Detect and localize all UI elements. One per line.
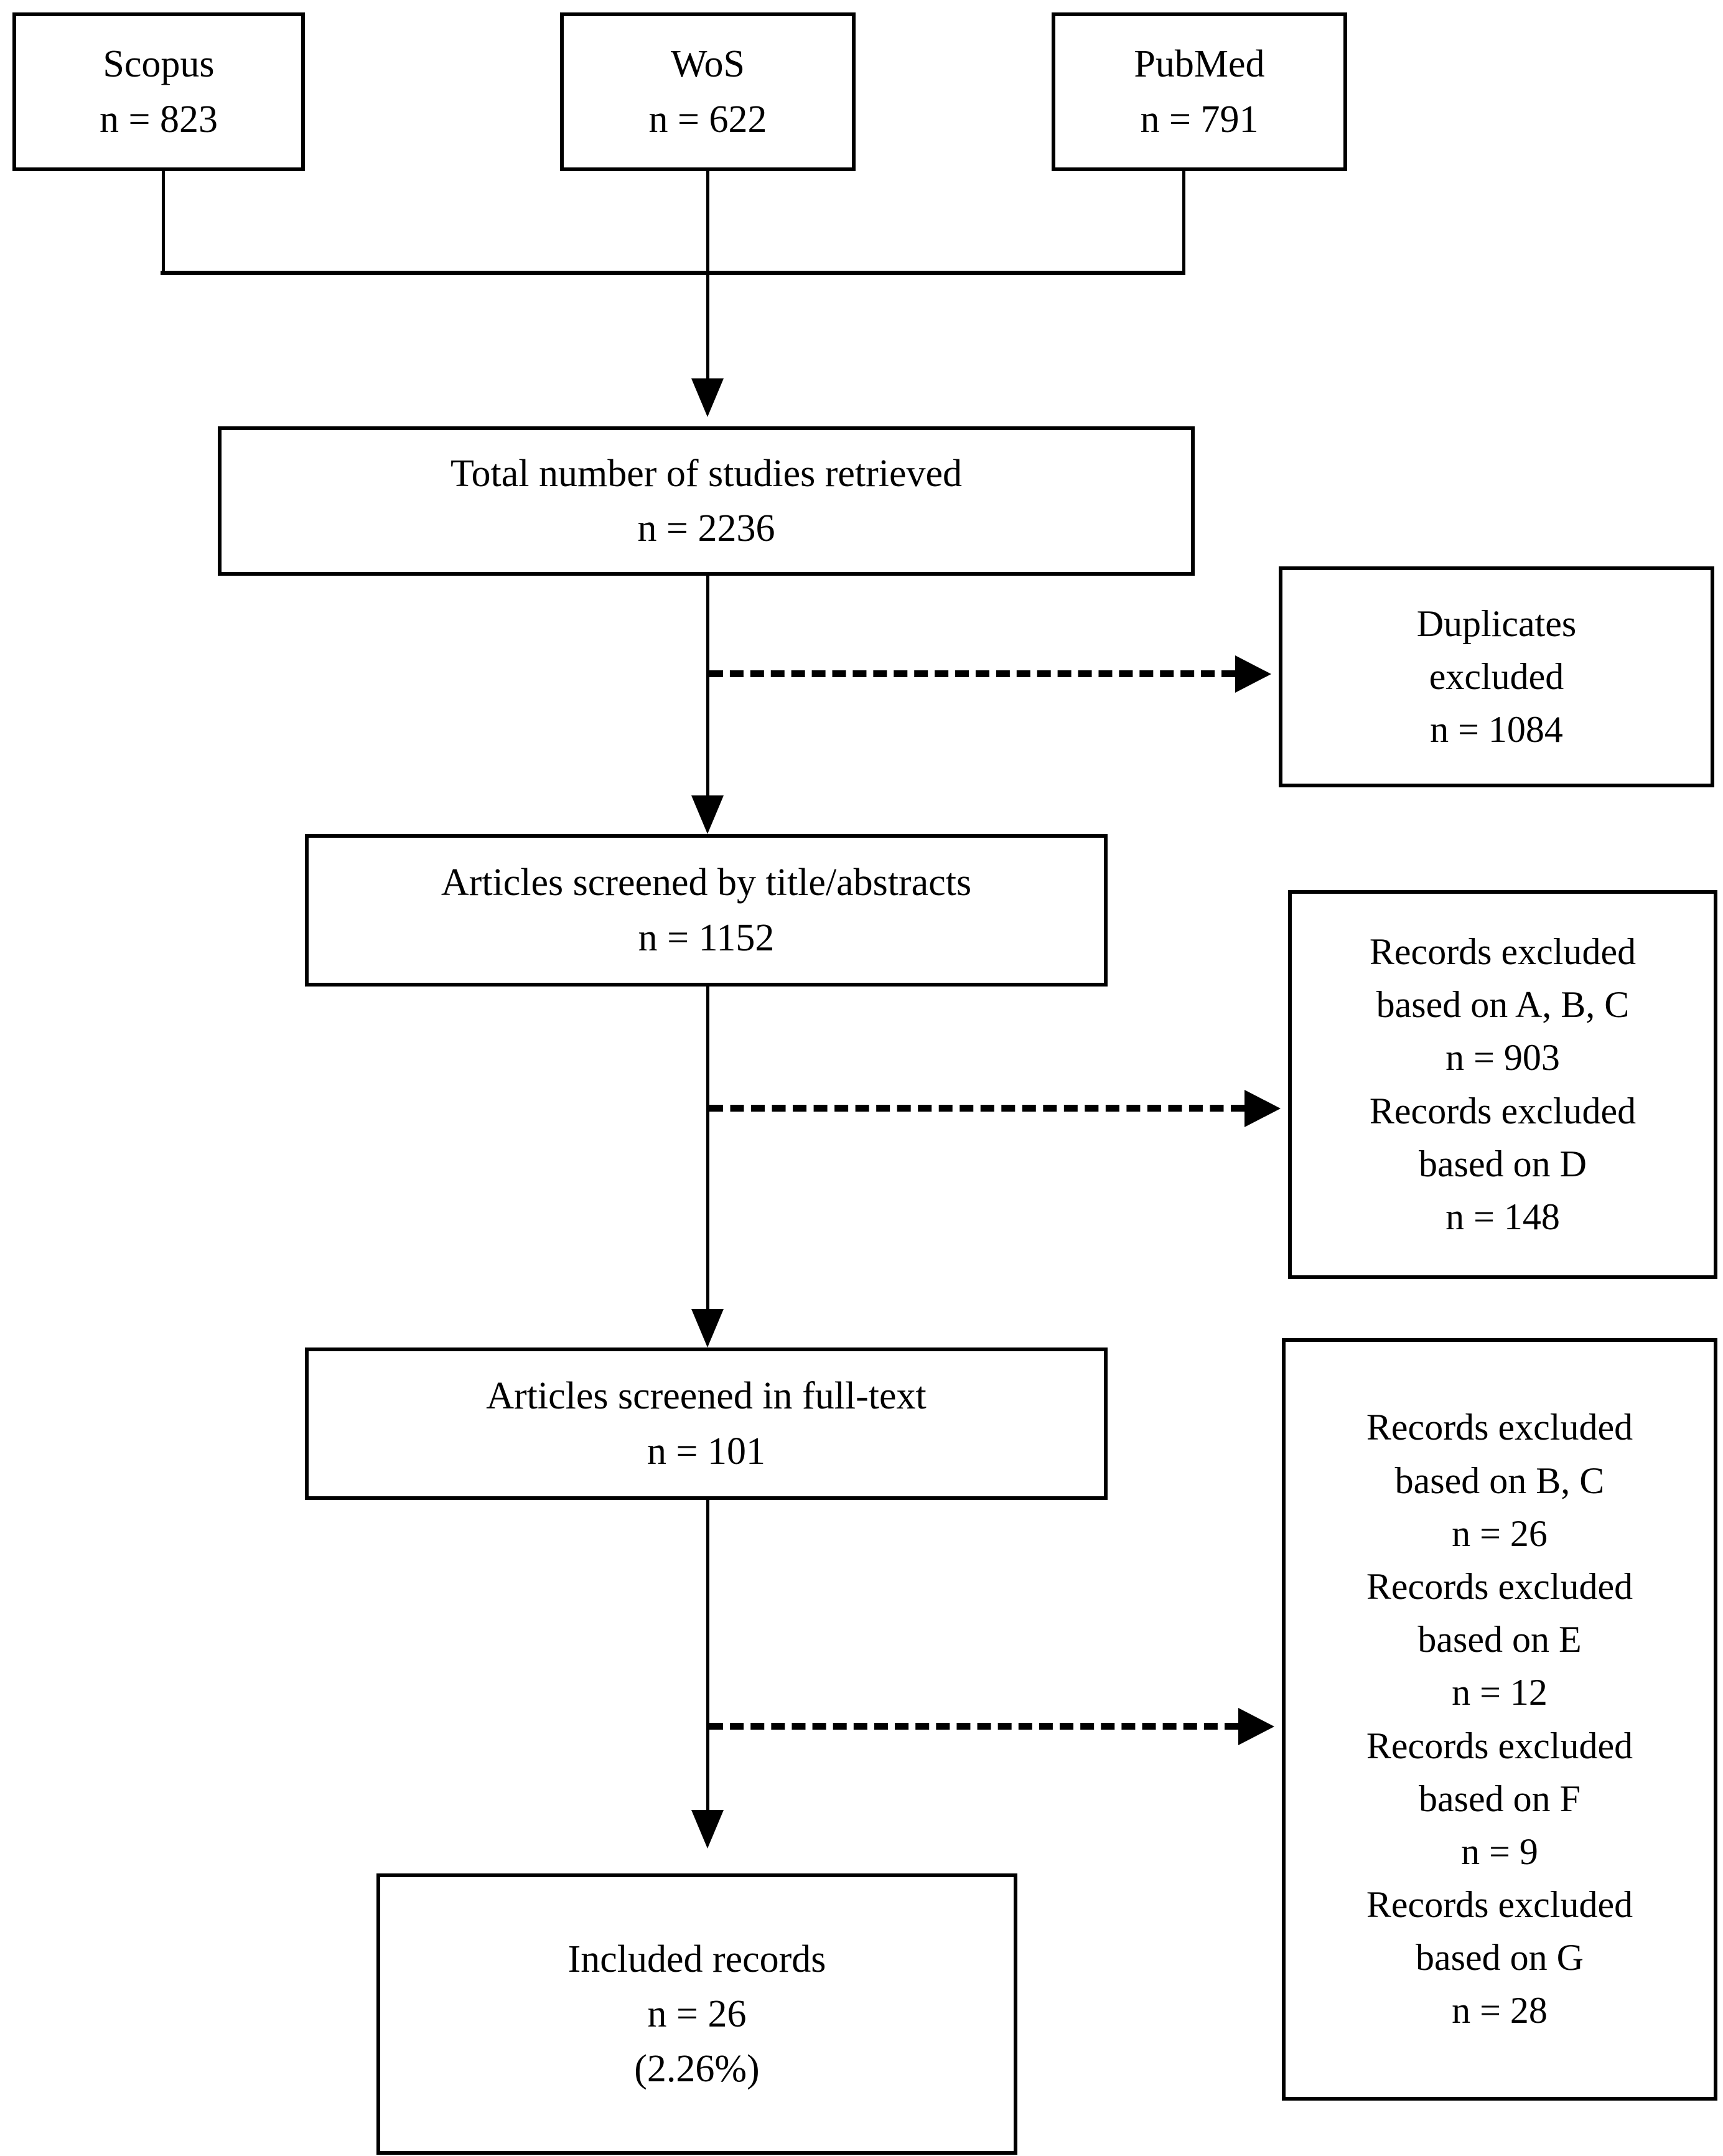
exclusion-e-line1: Records excluded [1366, 1565, 1633, 1607]
stage-box-included-records: Included records n = 26 (2.26%) [376, 1873, 1017, 2155]
connector-fulltext-to-included [706, 1500, 709, 1811]
source-label-pubmed: PubMed [1134, 43, 1265, 86]
arrow-titles-to-fulltext [691, 1309, 724, 1348]
arrow-retrieved-to-titles [691, 795, 724, 834]
stage-box-total-retrieved: Total number of studies retrieved n = 22… [218, 426, 1195, 576]
exclusion-duplicates-count: n = 1084 [1430, 709, 1563, 751]
exclusion-f-count: n = 9 [1461, 1830, 1538, 1872]
exclusion-e-line2: based on E [1417, 1619, 1582, 1661]
connector-pubmed-drop [1182, 171, 1185, 274]
stage-box-screened-fulltext: Articles screened in full-text n = 101 [305, 1348, 1108, 1500]
stage-count-included-records: n = 26 [647, 1992, 747, 2035]
exclusion-duplicates-line2: excluded [1429, 655, 1564, 697]
connector-duplicates-dashed [709, 670, 1235, 677]
connector-wos-drop [706, 171, 709, 380]
exclusion-g-line1: Records excluded [1366, 1884, 1633, 1926]
exclusion-abc-line2: based on A, B, C [1376, 984, 1630, 1026]
stage-count-total-retrieved: n = 2236 [637, 507, 775, 550]
exclusion-bc-line2: based on B, C [1394, 1460, 1605, 1501]
arrow-sources-to-retrieved [691, 378, 724, 417]
exclusion-box-after-titles: Records excluded based on A, B, C n = 90… [1288, 890, 1717, 1279]
stage-label-screened-titles: Articles screened by title/abstracts [441, 861, 972, 904]
exclusion-bc-count: n = 26 [1452, 1512, 1548, 1554]
exclusion-e-count: n = 12 [1452, 1672, 1548, 1713]
connector-merge-bar [161, 271, 1185, 275]
stage-label-screened-fulltext: Articles screened in full-text [486, 1375, 927, 1418]
connector-titles-to-fulltext [706, 987, 709, 1310]
stage-count-screened-fulltext: n = 101 [647, 1430, 765, 1473]
arrow-to-duplicates-excluded [1235, 655, 1271, 693]
exclusion-box-after-fulltext: Records excluded based on B, C n = 26 Re… [1282, 1338, 1717, 2101]
exclusion-bc-line1: Records excluded [1366, 1407, 1633, 1448]
stage-label-included-records: Included records [567, 1938, 826, 1980]
exclusion-g-line2: based on G [1416, 1937, 1584, 1979]
exclusion-g-count: n = 28 [1452, 1990, 1548, 2032]
exclusion-f-line1: Records excluded [1366, 1725, 1633, 1766]
exclusion-d-line1: Records excluded [1369, 1090, 1637, 1132]
exclusion-abc-line1: Records excluded [1369, 930, 1637, 972]
source-box-pubmed: PubMed n = 791 [1052, 12, 1347, 171]
connector-excluded-bcefg-dashed [709, 1723, 1238, 1730]
exclusion-d-line2: based on D [1419, 1143, 1587, 1184]
arrow-fulltext-to-included [691, 1810, 724, 1849]
connector-scopus-drop [162, 171, 165, 274]
stage-box-screened-titles: Articles screened by title/abstracts n =… [305, 834, 1108, 987]
source-count-wos: n = 622 [648, 98, 767, 141]
exclusion-box-duplicates: Duplicates excluded n = 1084 [1279, 566, 1714, 787]
source-box-wos: WoS n = 622 [560, 12, 856, 171]
exclusion-abc-count: n = 903 [1445, 1037, 1560, 1079]
connector-retrieved-to-titles [706, 576, 709, 797]
connector-excluded-abcd-dashed [709, 1105, 1244, 1112]
arrow-to-excluded-bcefg [1238, 1708, 1274, 1745]
arrow-to-excluded-abcd [1244, 1090, 1281, 1127]
stage-percent-included-records: (2.26%) [634, 2048, 760, 2091]
source-count-scopus: n = 823 [100, 98, 218, 141]
exclusion-d-count: n = 148 [1445, 1196, 1560, 1237]
stage-count-screened-titles: n = 1152 [638, 916, 775, 959]
source-box-scopus: Scopus n = 823 [12, 12, 305, 171]
source-label-wos: WoS [670, 43, 745, 86]
source-label-scopus: Scopus [103, 43, 215, 86]
exclusion-duplicates-line1: Duplicates [1416, 602, 1577, 644]
exclusion-f-line2: based on F [1419, 1778, 1581, 1819]
source-count-pubmed: n = 791 [1140, 98, 1259, 141]
stage-label-total-retrieved: Total number of studies retrieved [450, 452, 963, 495]
